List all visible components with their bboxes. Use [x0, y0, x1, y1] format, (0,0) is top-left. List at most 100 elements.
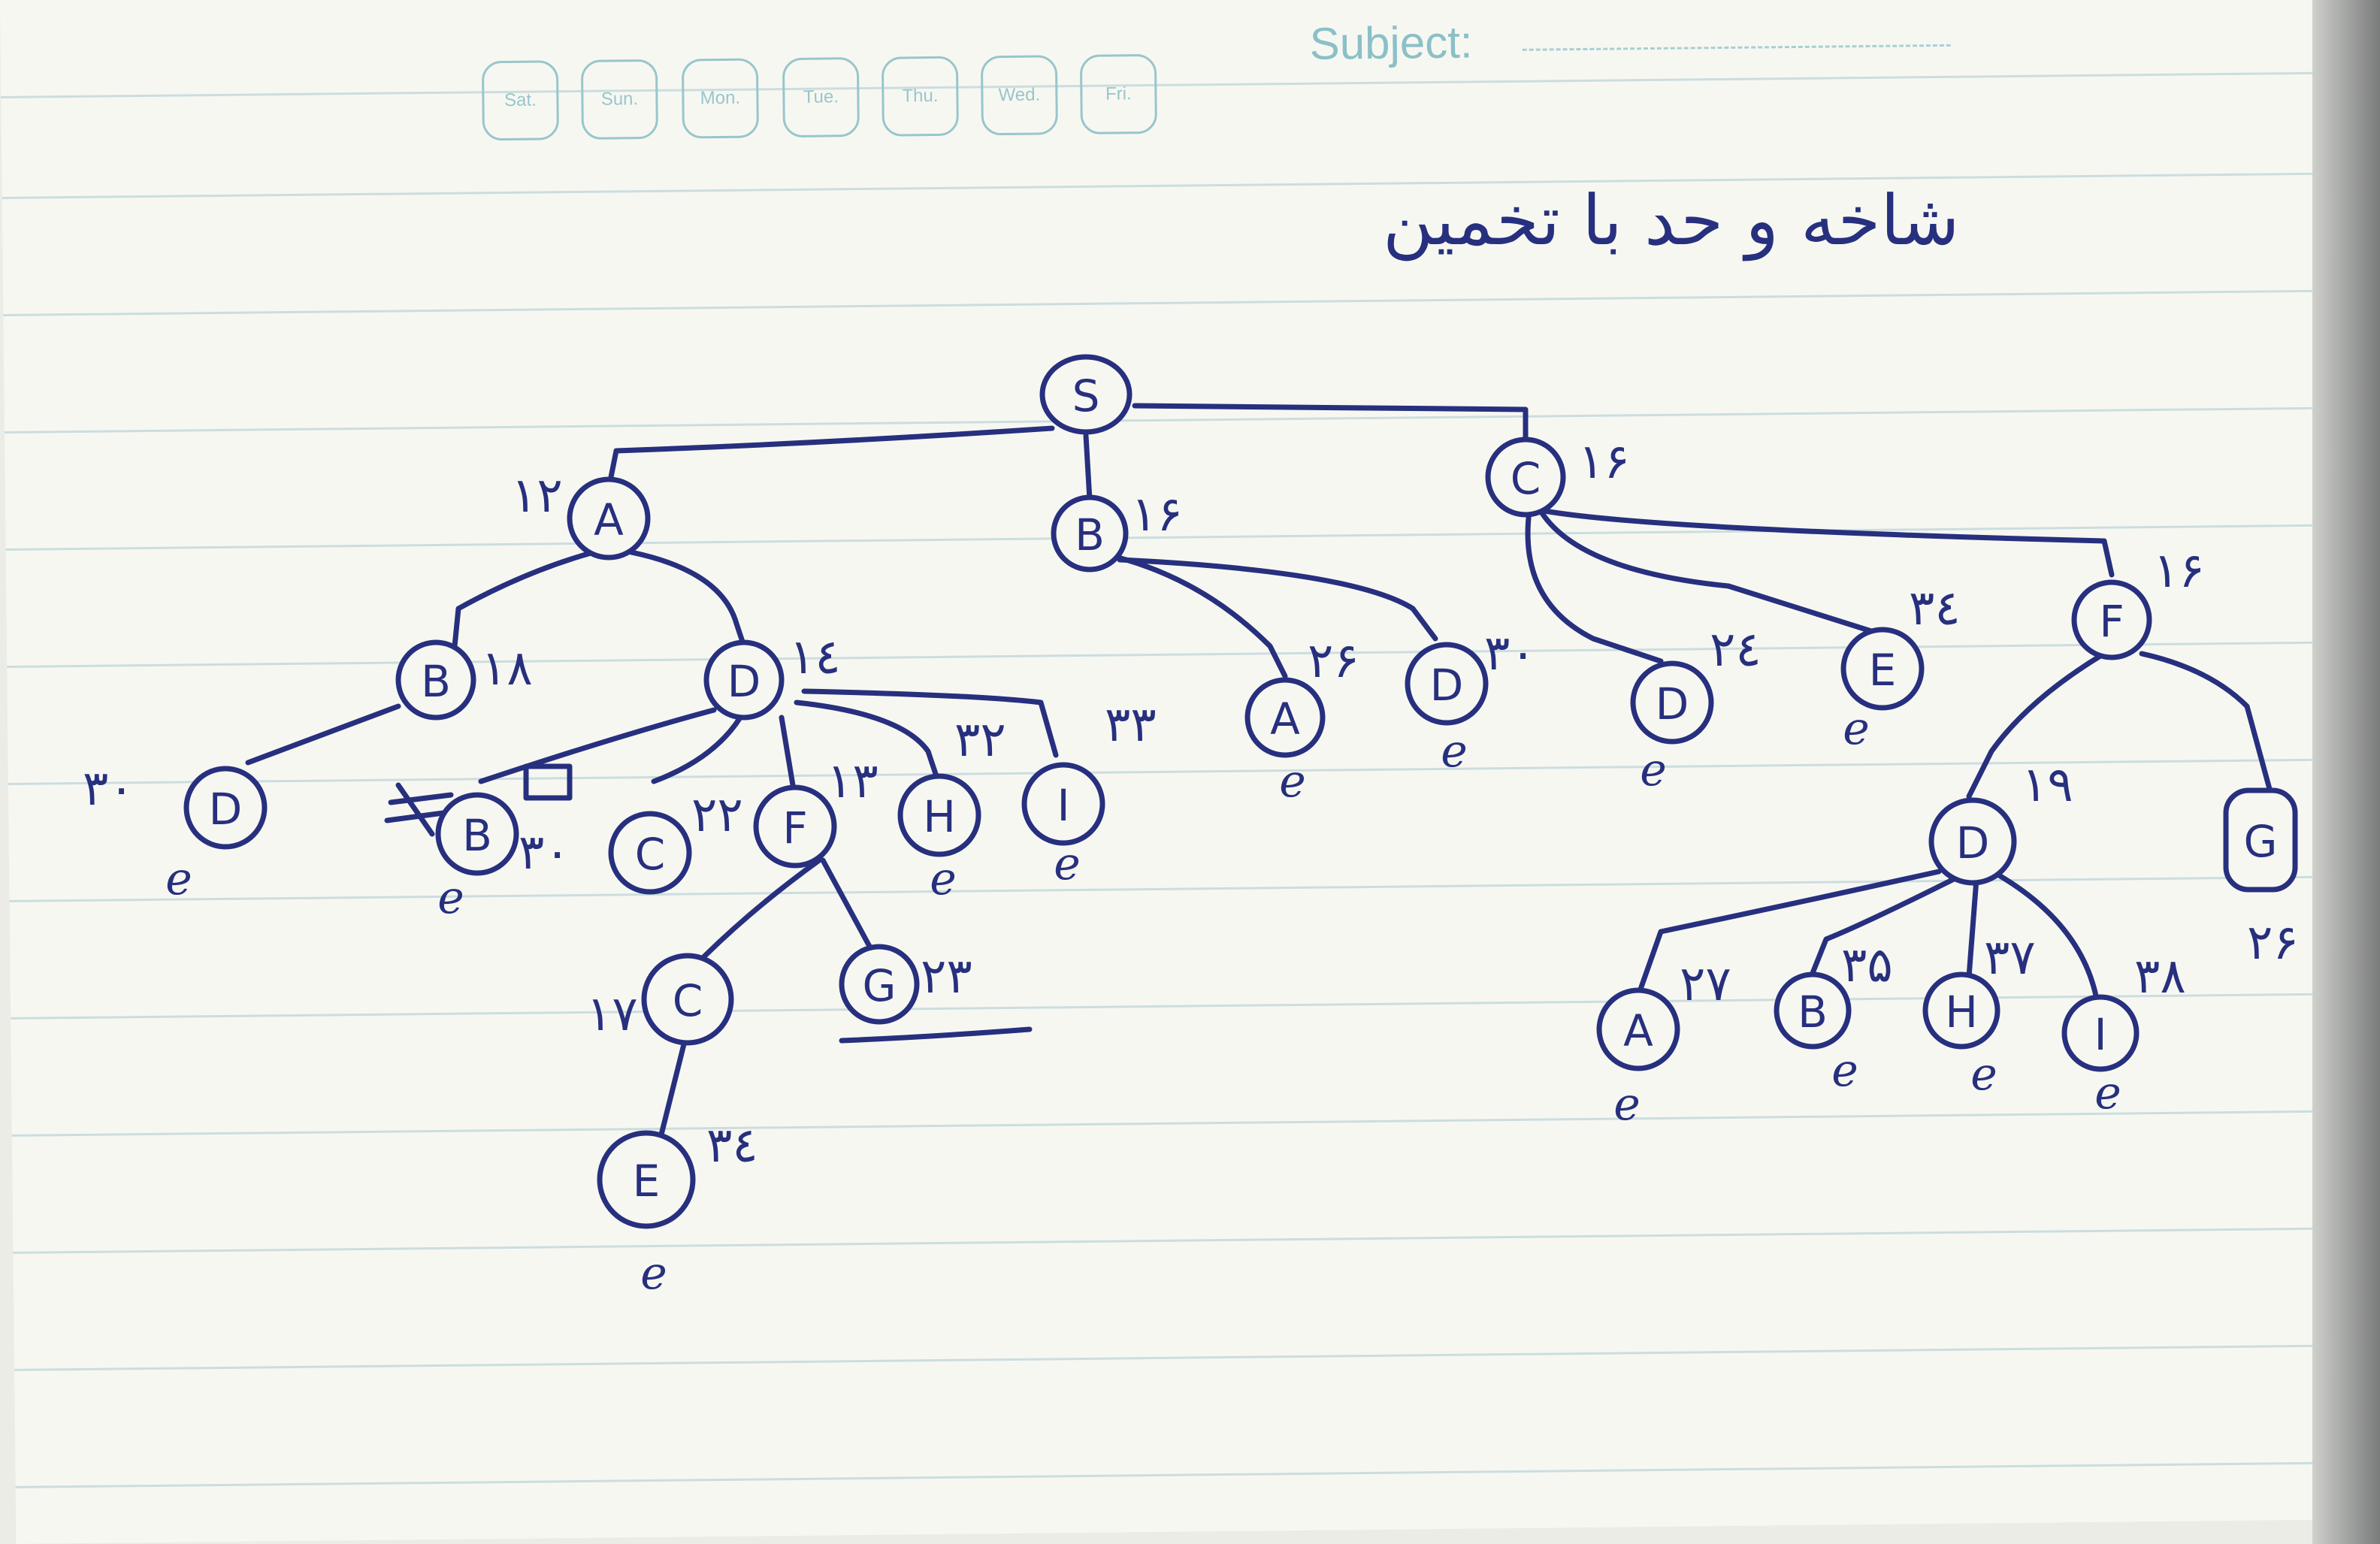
node-label: I	[1057, 780, 1069, 831]
node-label: F	[782, 802, 807, 854]
node-label: D	[209, 784, 243, 835]
node-label: H	[923, 791, 956, 842]
dead-end-mark: e	[1279, 755, 1306, 808]
node-label: B	[1075, 509, 1105, 560]
node-cfd-i	[2061, 994, 2140, 1072]
node-ad-b	[435, 792, 519, 876]
edge-a-b	[452, 549, 597, 649]
node-c-e	[1840, 627, 1925, 711]
dead-end-mark: e	[1613, 1078, 1641, 1131]
cost-label: ۳۰	[83, 761, 135, 817]
cost-label: ۲۶	[1308, 633, 1359, 689]
node-label: D	[727, 656, 761, 707]
node-costs: ۱۲ ۱۶ ۱۶ ۱۸ ۱٤ ۳۰ ۳۰ ۲۲ ۱۳ ۳۲ ۳۳ ۱۷ ۲۳ ۳…	[83, 434, 2299, 1174]
cost-label: ۱۶	[2153, 543, 2205, 599]
node-ad-f	[753, 784, 837, 869]
edge-c-e	[1538, 508, 1874, 634]
node-ad-c	[608, 811, 692, 895]
node-label: D	[1656, 678, 1689, 730]
edge-b-d	[1117, 557, 1438, 642]
edge-cf-d	[1966, 651, 2107, 799]
node-label: A	[1270, 693, 1300, 745]
edge-ad-i	[801, 688, 1059, 758]
edge-adf-c	[696, 857, 822, 965]
cost-label: ۱۶	[1578, 434, 1630, 490]
cost-label: ۳۲	[954, 712, 1006, 768]
node-label: S	[1072, 370, 1100, 422]
node-label: I	[2094, 1009, 2106, 1060]
edge-s-c	[1132, 403, 1529, 443]
node-adf-c	[641, 953, 734, 1046]
cost-label: ۳۷	[1984, 930, 2036, 986]
node-label: B	[421, 656, 451, 707]
node-label: C	[673, 975, 703, 1026]
cost-label: ۲۳	[921, 949, 972, 1005]
tree-nodes	[183, 354, 2298, 1229]
node-b-d	[1405, 642, 1489, 726]
cost-label: ۱۹	[2022, 757, 2073, 813]
edge-ad-b	[478, 707, 717, 784]
dead-end-mark: e	[640, 1247, 667, 1300]
node-a-d	[703, 639, 785, 721]
node-ad-i	[1021, 762, 1105, 846]
node-label: F	[2099, 596, 2124, 647]
dead-end-mark: e	[1970, 1048, 1997, 1101]
node-label: B	[1798, 987, 1828, 1038]
node-ad-h	[897, 773, 981, 857]
page-title: شاخه و حد با تخمین	[1383, 180, 1960, 261]
edge-cfd-b	[1808, 876, 1957, 980]
edge-s-a	[606, 425, 1055, 491]
edge-s-b	[1083, 433, 1093, 503]
cost-label: ۱۳	[827, 754, 879, 809]
node-cfd-a	[1596, 987, 1680, 1071]
edge-ad-f	[779, 715, 796, 788]
dead-end-mark: e	[1843, 703, 1870, 755]
cost-label: ۲۲	[691, 787, 743, 843]
goal-underline	[839, 1026, 1033, 1044]
node-c-f	[2071, 579, 2152, 660]
edge-adf-g	[820, 857, 875, 953]
edge-a-d	[628, 549, 747, 649]
cost-label: ۱۷	[586, 987, 638, 1042]
cost-label: ۳٤	[1909, 581, 1961, 636]
cost-label: ۲۶	[2247, 915, 2299, 971]
node-c-d	[1630, 660, 1714, 745]
cost-label: ۱۸	[481, 641, 533, 696]
cross-out-mark	[384, 782, 454, 837]
dead-end-mark: e	[930, 853, 957, 905]
node-s	[1039, 354, 1133, 435]
dead-end-mark: e	[1640, 744, 1667, 796]
edge-ad-h	[794, 699, 939, 777]
node-adf-g	[839, 944, 920, 1025]
node-label: B	[462, 810, 492, 861]
node-label: G	[863, 960, 897, 1011]
edge-cfd-i	[1996, 872, 2100, 1002]
node-a-b	[395, 639, 476, 721]
cost-label: ۳۸	[2134, 949, 2186, 1005]
cost-label: ۲۷	[1680, 956, 1731, 1012]
edge-c-f	[1541, 508, 2115, 578]
node-ab-d	[183, 766, 268, 850]
node-label: G	[2244, 816, 2278, 867]
cost-label: ۱۶	[1131, 487, 1183, 542]
node-label: D	[1956, 817, 1990, 869]
edge-ad-c	[651, 715, 743, 784]
node-label: E	[1869, 645, 1897, 696]
node-label: D	[1430, 660, 1464, 711]
cost-label: ۱۲	[511, 468, 563, 524]
dead-end-mark: e	[2094, 1067, 2121, 1119]
page-edge	[2312, 0, 2380, 1544]
node-cfd-b	[1774, 971, 1852, 1050]
cost-label: ۳۳	[1105, 697, 1157, 753]
cost-label: ۳٤	[706, 1118, 758, 1174]
node-b-a	[1244, 677, 1326, 758]
edge-c-d	[1525, 508, 1664, 664]
node-label: H	[1945, 987, 1978, 1038]
node-a	[567, 476, 651, 560]
node-cf-g	[2223, 787, 2298, 893]
dead-end-marks: e e e e e e e e e e e e e	[165, 703, 2121, 1300]
node-cf-d	[1928, 797, 2017, 886]
dead-end-mark: e	[1831, 1044, 1858, 1097]
node-label: A	[594, 494, 624, 545]
node-label: C	[1511, 453, 1541, 504]
